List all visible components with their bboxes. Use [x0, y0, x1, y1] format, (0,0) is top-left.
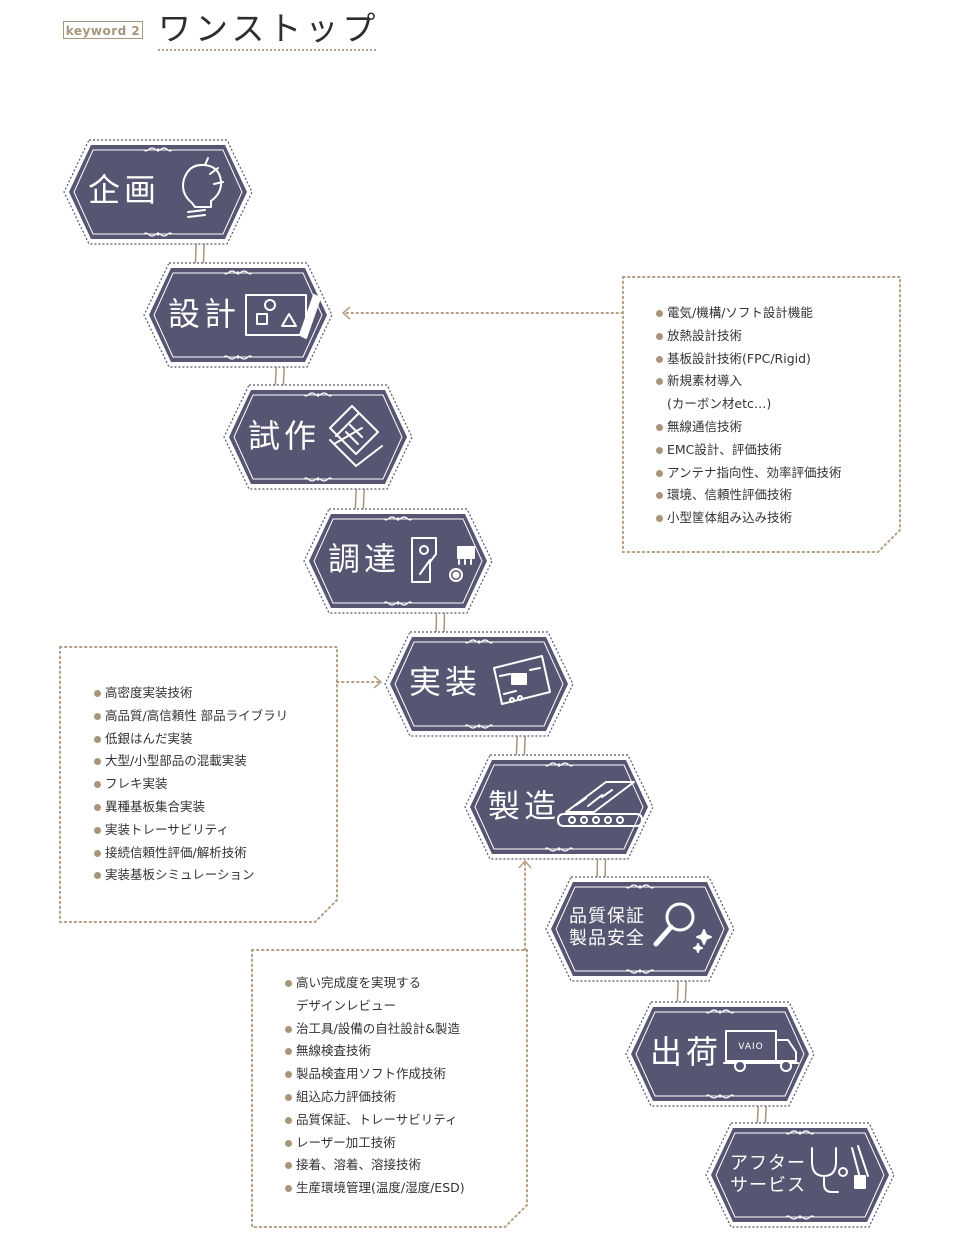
list-item: 電気/機構/ソフト設計機能	[655, 302, 842, 325]
step-badge-sekkei	[143, 262, 333, 368]
step-label-shisaku: 試作	[248, 417, 321, 455]
step-label-sekkei: 設計	[168, 295, 241, 333]
design-box-border	[622, 276, 901, 553]
ornament-flourish	[464, 639, 494, 644]
design-info-box: 電気/機構/ソフト設計機能 放熱設計技術 基板設計技術(FPC/Rigid) 新…	[655, 302, 842, 530]
ornament-flourish	[464, 724, 494, 729]
step-label-hinshitsu: 品質保証 製品安全	[569, 906, 645, 950]
ornament-flourish	[544, 762, 574, 767]
ornament-flourish	[625, 884, 655, 889]
ornament-flourish	[785, 1215, 815, 1220]
manufacturing-box-border	[251, 949, 528, 1228]
step-label-seizo: 製造	[488, 787, 561, 825]
page-title: ワンストップ	[158, 9, 380, 48]
step-label-line: サービス	[730, 1175, 806, 1196]
list-item: アンテナ指向性、効率評価技術	[655, 462, 842, 485]
list-item: 製品検査用ソフト作成技術	[284, 1063, 465, 1086]
step-badge-chotatsu	[303, 508, 493, 614]
list-item: 無線検査技術	[284, 1040, 465, 1063]
list-item: 組込応力評価技術	[284, 1086, 465, 1109]
list-item: 新規素材導入	[655, 370, 842, 393]
ornament-flourish	[303, 392, 333, 397]
truck-label: VAIO	[738, 1042, 763, 1052]
list-item: 生産環境管理(温度/湿度/ESD)	[284, 1177, 465, 1200]
step-label-line: 製品安全	[569, 928, 645, 949]
list-item: 接続信頼性評価/解析技術	[93, 842, 288, 865]
magnifier-sparkle-icon	[653, 902, 712, 953]
manufacturing-list: 高い完成度を実現する デザインレビュー 治工具/設備の自社設計&製造 無線検査技…	[284, 972, 465, 1200]
step-badge-after	[705, 1122, 895, 1228]
stethoscope-tools-icon	[811, 1145, 869, 1193]
step-label-after: アフター サービス	[730, 1153, 806, 1197]
step-label-chotatsu: 調達	[328, 540, 401, 578]
step-label-jisso: 実装	[409, 663, 482, 701]
list-item: 接着、溶着、溶接技術	[284, 1154, 465, 1177]
design-list: 電気/機構/ソフト設計機能 放熱設計技術 基板設計技術(FPC/Rigid) 新…	[655, 302, 842, 530]
conveyor-icon	[557, 781, 643, 827]
ornament-flourish	[705, 1094, 735, 1099]
step-label-line: 品質保証	[569, 906, 645, 927]
mounting-list: 高密度実装技術 高品質/高信頼性 部品ライブラリ 低銀はんだ実装 大型/小型部品…	[93, 682, 288, 887]
list-item: 品質保証、トレーサビリティ	[284, 1109, 465, 1132]
ornament-flourish	[705, 1009, 735, 1014]
keyword-tag: keyword 2	[63, 21, 143, 39]
mounting-info-box: 高密度実装技術 高品質/高信頼性 部品ライブラリ 低銀はんだ実装 大型/小型部品…	[93, 682, 288, 887]
step-label-line: アフター	[730, 1153, 806, 1174]
list-item: デザインレビュー	[296, 997, 397, 1013]
list-item: 実装トレーサビリティ	[93, 819, 288, 842]
list-item: 大型/小型部品の混載実装	[93, 750, 288, 773]
list-item: 高い完成度を実現する	[284, 972, 465, 995]
pointer-arrow	[373, 675, 383, 689]
lightbulb-icon	[182, 157, 224, 218]
list-item: 基板設計技術(FPC/Rigid)	[655, 348, 842, 371]
ornament-flourish	[785, 1130, 815, 1135]
pointer-arrow	[341, 306, 351, 320]
blueprint-icon	[245, 294, 321, 339]
list-item: EMC設計、評価技術	[655, 439, 842, 462]
ornament-flourish	[383, 601, 413, 606]
title-underline	[158, 49, 376, 51]
documents-icon	[329, 405, 383, 467]
step-label-kikaku: 企画	[88, 171, 161, 209]
list-item: フレキ実装	[93, 773, 288, 796]
ornament-flourish	[625, 969, 655, 974]
ornament-flourish	[223, 355, 253, 360]
manufacturing-info-box: 高い完成度を実現する デザインレビュー 治工具/設備の自社設計&製造 無線検査技…	[284, 972, 465, 1200]
truck-icon: VAIO	[723, 1030, 799, 1072]
list-item: 高品質/高信頼性 部品ライブラリ	[93, 705, 288, 728]
list-item: 異種基板集合実装	[93, 796, 288, 819]
list-item: 低銀はんだ実装	[93, 728, 288, 751]
mounting-box-border	[59, 646, 338, 923]
list-item: 放熱設計技術	[655, 325, 842, 348]
ornament-flourish	[143, 232, 173, 237]
list-item: 無線通信技術	[655, 416, 842, 439]
ornament-flourish	[544, 847, 574, 852]
list-item: 環境、信頼性評価技術	[655, 484, 842, 507]
list-item: (カーボン材etc…)	[667, 396, 772, 412]
list-item: 高密度実装技術	[93, 682, 288, 705]
ornament-flourish	[223, 270, 253, 275]
list-item: 小型筐体組み込み技術	[655, 507, 842, 530]
list-item: 治工具/設備の自社設計&製造	[284, 1018, 465, 1041]
step-label-shukka: 出荷	[650, 1033, 723, 1071]
ornament-flourish	[143, 147, 173, 152]
ornament-flourish	[303, 477, 333, 482]
list-item: レーザー加工技術	[284, 1132, 465, 1155]
circuit-board-icon	[493, 655, 551, 705]
pointer-arrow	[518, 859, 532, 869]
list-item: 実装基板シミュレーション	[93, 864, 288, 887]
components-icon	[411, 537, 475, 583]
ornament-flourish	[383, 516, 413, 521]
